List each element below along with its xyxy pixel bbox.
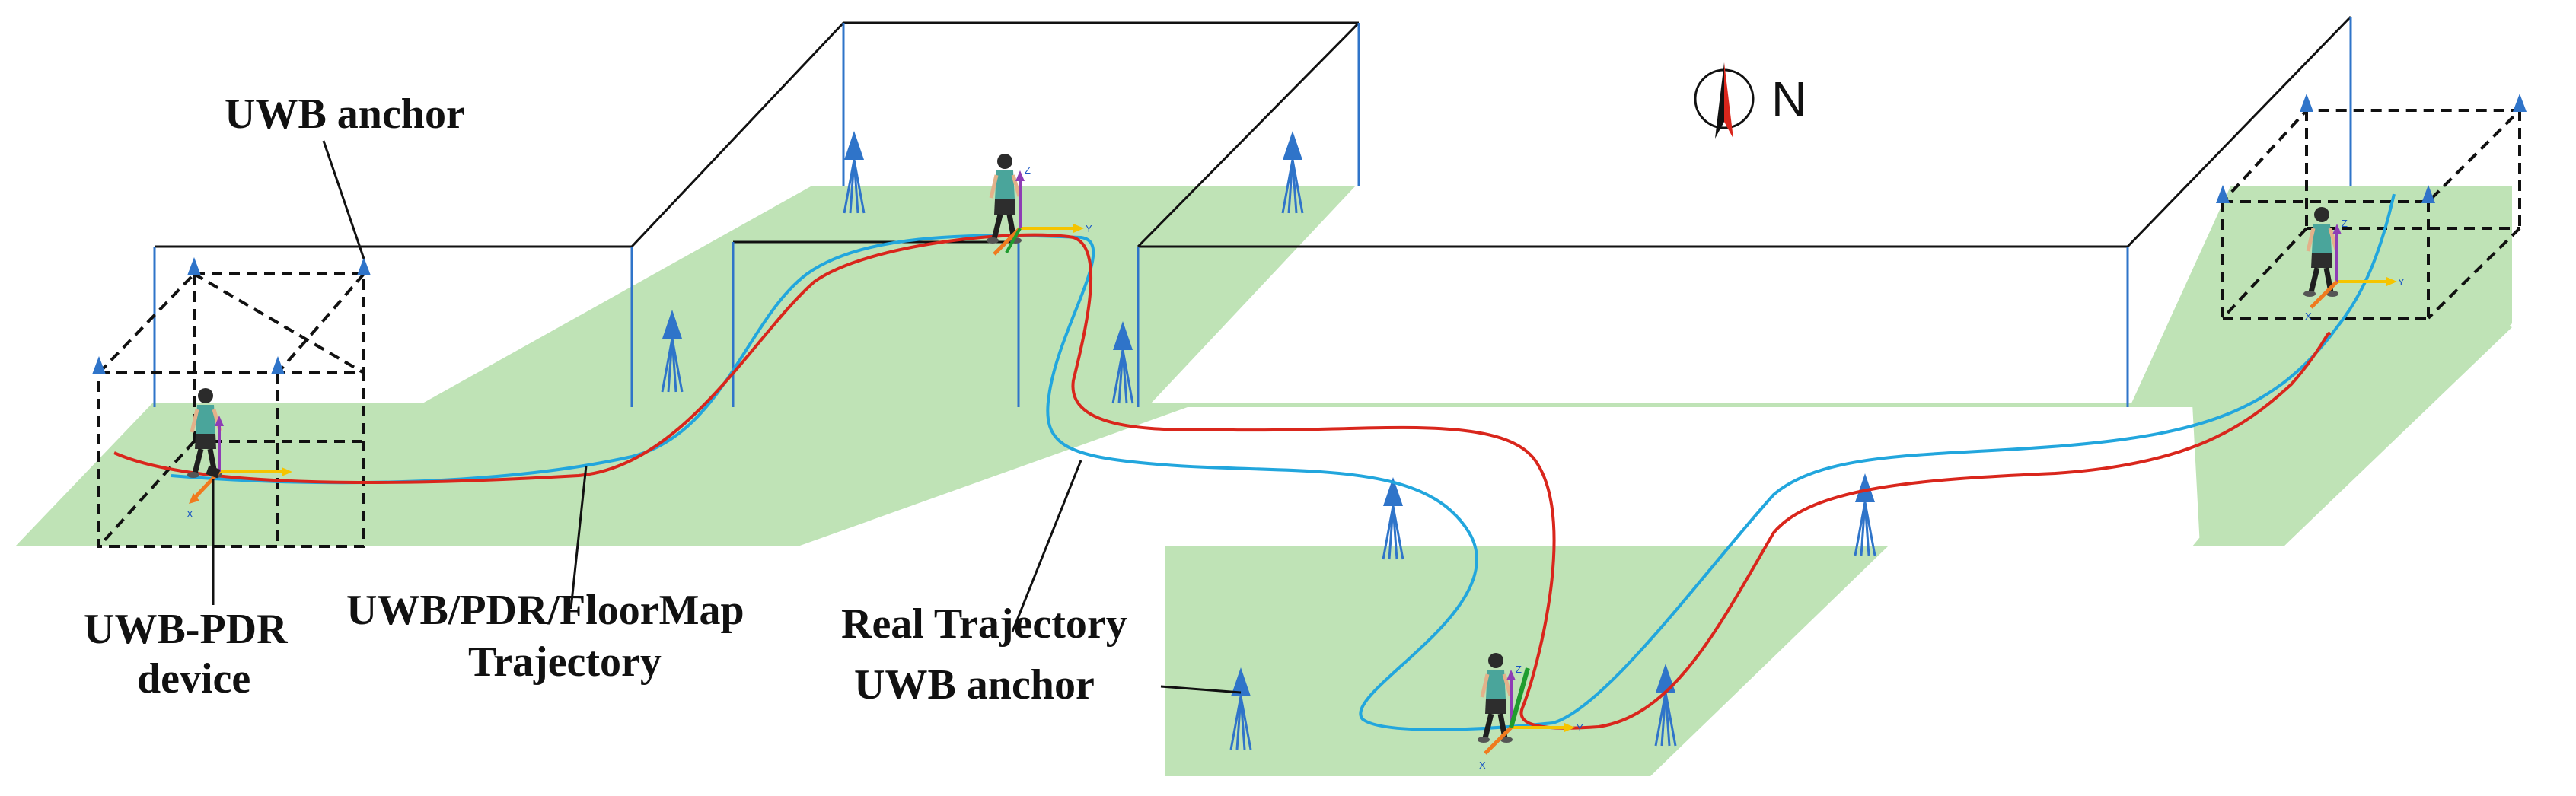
real-trajectory-line (171, 193, 2396, 731)
compass-north-label: N (1771, 72, 1806, 126)
anchor-box-left-1 (187, 257, 201, 275)
svg-text:X: X (187, 508, 193, 520)
svg-text:X: X (2305, 310, 2312, 322)
svg-text:Y: Y (2398, 276, 2405, 288)
uwb-box-left (97, 272, 365, 548)
label-real-trajectory: Real Trajectory (841, 600, 1127, 648)
svg-text:Z: Z (2342, 218, 2348, 229)
floor-mid-bottom (1355, 546, 1888, 776)
anchor-box-left-2 (357, 257, 371, 275)
anchor-6 (1854, 472, 1876, 557)
fused-trajectory-line (113, 233, 2331, 730)
svg-text:Z: Z (1516, 664, 1522, 675)
pedestrian-right: Y Z X (2303, 207, 2405, 322)
pedestrian-left: X (187, 388, 292, 520)
anchor-box-right-2 (2513, 94, 2527, 112)
floor-bottom-section (1165, 546, 1393, 776)
pedestrian-top: Y Z (987, 154, 1092, 256)
anchor-box-left-4 (271, 356, 285, 374)
uwb-pdr-device-marker (206, 465, 221, 479)
leader-lines (212, 140, 1242, 694)
floor-right-room (2131, 186, 2512, 546)
svg-text:Z: Z (1025, 164, 1031, 176)
compass-needle-red (1724, 62, 1733, 139)
svg-text:Y: Y (1086, 223, 1092, 234)
wall-posts (153, 17, 2352, 407)
svg-text:Y: Y (1577, 722, 1583, 734)
label-uwb-pdr-device-line2: device (137, 655, 250, 702)
label-uwb-anchor-top: UWB anchor (225, 91, 465, 138)
label-uwb-pdr-device-line1: UWB-PDR (84, 606, 288, 653)
north-compass: N (1694, 62, 1806, 139)
anchor-box-right-1 (2300, 94, 2313, 112)
anchor-box-left-3 (92, 356, 106, 374)
floor-left-corridor (15, 186, 2512, 776)
svg-text:X: X (1479, 759, 1486, 771)
label-fused-trajectory-line2: Trajectory (468, 638, 662, 686)
pedestrian-bottom: Y Z X (1478, 653, 1583, 771)
compass-needle-dark (1715, 62, 1724, 139)
label-uwb-anchor-bottom: UWB anchor (854, 661, 1095, 708)
label-fused-trajectory-line1: UWB/PDR/FloorMap (346, 587, 744, 634)
walls (155, 15, 2352, 248)
